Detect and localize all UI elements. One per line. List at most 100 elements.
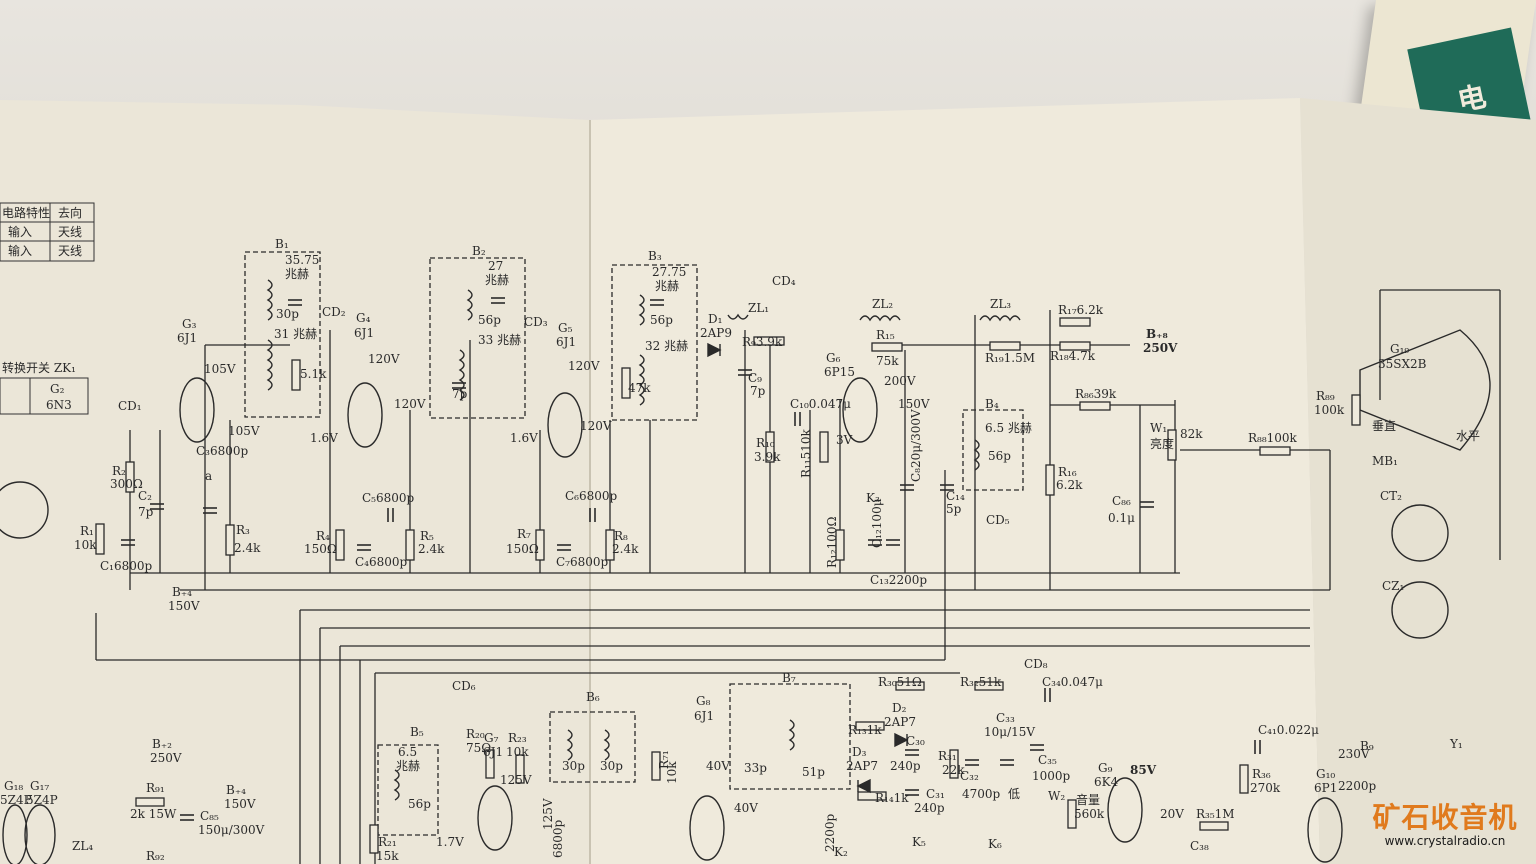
component-label: 85V <box>1130 763 1157 777</box>
component-label: C₄₁0.022μ <box>1258 723 1319 737</box>
component-label: 音量 <box>1076 792 1100 807</box>
characteristics-table <box>0 202 95 262</box>
coils <box>266 279 1021 801</box>
component-label: 250V <box>150 751 182 765</box>
tube-label: 6K4 <box>1094 775 1119 789</box>
tube-label: G₁₀ <box>1316 767 1335 781</box>
component-label: 5.1k <box>300 367 327 381</box>
component-label: B₊₂ <box>152 737 172 751</box>
component-label: C₁₄ <box>946 489 965 503</box>
component-label: B₊₈ <box>1146 327 1168 341</box>
component-label: 10k <box>74 538 97 552</box>
tube-label: 6J1 <box>177 331 197 345</box>
component-label: B₊₄ <box>172 585 192 599</box>
component-label: D₁ <box>708 312 722 326</box>
component-label: 7p <box>138 505 154 519</box>
component-label: R₉₂ <box>146 849 165 863</box>
component-label: C₃₄0.047μ <box>1042 675 1103 689</box>
component-label: B₊₄ <box>226 783 246 797</box>
table-cell: 天线 <box>58 244 82 258</box>
component-label: W₂ <box>1048 789 1065 803</box>
component-label: 125V <box>500 773 532 787</box>
xfmr-label: B₆ <box>586 690 600 704</box>
xfmr-label: 30p <box>562 759 585 773</box>
component-label: R₃₁ <box>938 749 957 763</box>
component-label: C₃₁ <box>926 787 945 801</box>
component-label: CZ₁ <box>1382 579 1404 593</box>
component-label: R₁ <box>80 524 94 538</box>
component-label: 2k 15W <box>130 807 177 821</box>
component-label: 7p <box>452 387 468 401</box>
component-label: 1.6V <box>510 431 538 445</box>
component-label: R₃₅1M <box>1196 807 1235 821</box>
component-label: a <box>205 469 212 483</box>
xfmr-label: 6.5 兆赫 <box>985 421 1032 435</box>
component-label: 4700p <box>962 787 1001 801</box>
component-label: R₃₂51k <box>960 675 1002 689</box>
component-label: R₂₁ <box>378 835 397 849</box>
component-label: 120V <box>580 419 612 433</box>
component-label: 105V <box>204 362 236 376</box>
capacitors <box>121 297 1261 821</box>
component-label: C₈20μ/300V <box>909 409 923 482</box>
lower-labels: G₇ 6J1 G₈ 6J1 G₉ 6K4 G₁₀ 6P1 G₁₇ 5Z4P G₁… <box>0 657 1463 863</box>
component-label: 150μ/300V <box>198 823 265 837</box>
component-label: CT₂ <box>1380 489 1402 503</box>
component-label: 240p <box>890 759 921 773</box>
xfmr-label: B₅ <box>410 725 424 739</box>
component-label: 水平 <box>1456 429 1480 443</box>
xfmr-label: B₃ <box>648 249 662 263</box>
switch-table-title: 转换开关 ZK₁ <box>2 360 76 375</box>
component-label: C₈₅ <box>200 809 219 823</box>
component-label: R₁₁510k <box>799 428 813 478</box>
component-label: 3V <box>836 433 853 447</box>
watermark-title: 矿石收音机 <box>1372 801 1518 834</box>
component-label: R₁₇6.2k <box>1058 303 1104 317</box>
component-label: CD₄ <box>772 274 796 288</box>
table-cell: 输入 <box>8 243 32 258</box>
xfmr-label: B₄ <box>985 397 999 411</box>
component-label: R₁₅ <box>876 328 895 342</box>
component-label: 6800p <box>551 819 565 858</box>
tube-label: G₃ <box>182 317 197 331</box>
component-label: 2AP9 <box>700 326 732 340</box>
table-cell: 去向 <box>58 205 82 220</box>
component-label: R₈₈100k <box>1248 431 1298 445</box>
component-label: 2AP7 <box>846 759 878 773</box>
xfmr-label: 33p <box>744 761 767 775</box>
xfmr-label: B₂ <box>472 244 486 258</box>
component-label: C₆6800p <box>565 489 618 503</box>
component-label: 47k <box>628 381 651 395</box>
component-label: R₈₆39k <box>1075 387 1117 401</box>
component-label: R₉3.9k <box>742 335 783 349</box>
xfmr-label: 33 兆赫 <box>478 333 521 347</box>
component-label: C₁₃2200p <box>870 573 927 587</box>
component-label: ZL₄ <box>72 839 93 853</box>
component-label: C₃₈ <box>1190 839 1209 853</box>
component-label: 105V <box>228 424 260 438</box>
tube-label: G₈ <box>696 694 711 708</box>
xfmr-label: 31 兆赫 <box>274 327 317 341</box>
component-label: 10k <box>665 761 679 784</box>
component-label: 120V <box>394 397 426 411</box>
xfmr-label: B₉ <box>1360 739 1374 753</box>
component-label: R₁₄1k <box>875 791 909 805</box>
component-label: 垂直 <box>1372 419 1396 433</box>
tube-label: 6P1 <box>1314 781 1337 795</box>
component-label: 270k <box>1250 781 1281 795</box>
component-label: C₇6800p <box>556 555 609 569</box>
component-label: R₈ <box>614 529 628 543</box>
table-cell: 天线 <box>58 225 82 239</box>
switch-table <box>0 377 89 415</box>
tube-label: G₁₉ <box>1390 342 1409 356</box>
component-label: ZL₁ <box>748 301 769 315</box>
component-label: C₅6800p <box>362 491 415 505</box>
component-label: R₂ <box>112 464 126 478</box>
xfmr-label: 56p <box>478 313 501 327</box>
component-label: 75k <box>876 354 899 368</box>
component-label: R₁₃1k <box>848 723 882 737</box>
component-label: 150V <box>898 397 930 411</box>
component-label: 2.4k <box>418 542 445 556</box>
component-label: R₁₆ <box>1058 465 1077 479</box>
